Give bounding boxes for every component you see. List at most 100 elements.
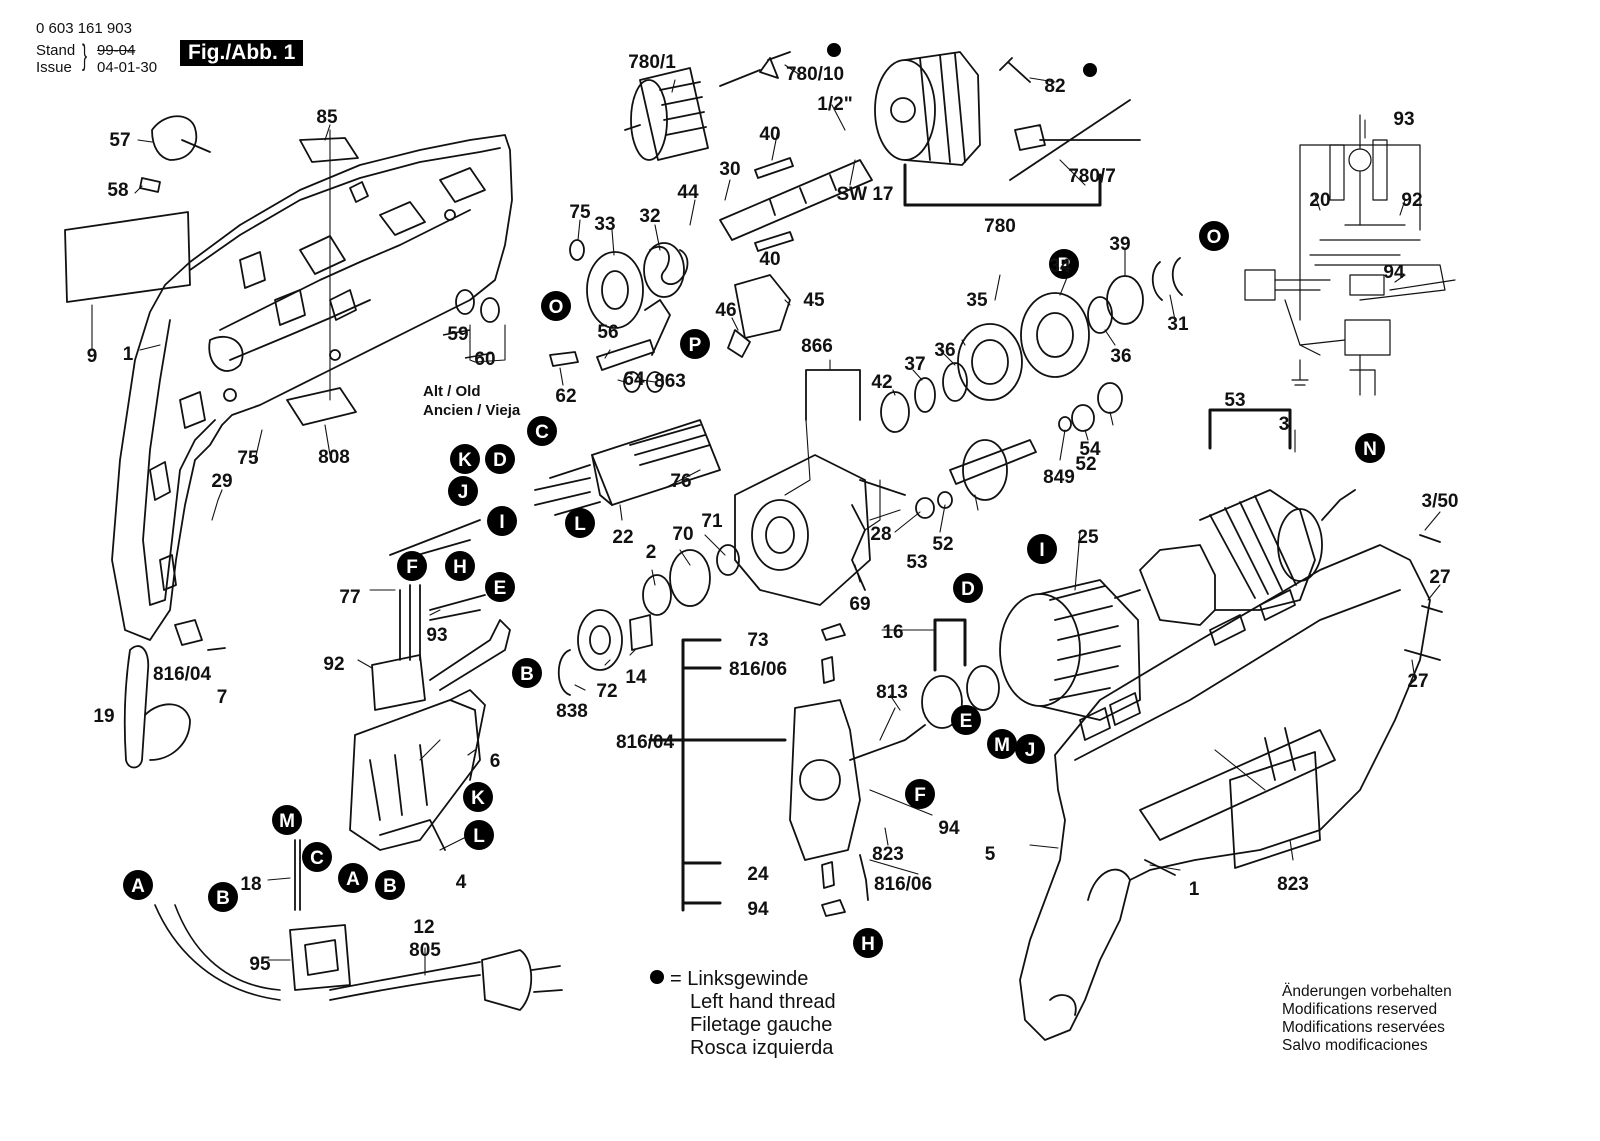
power-cable: [154, 904, 281, 1001]
armature-3: [1114, 489, 1356, 626]
part-number-label: 58: [107, 180, 128, 201]
part-number-label: 18: [240, 874, 261, 895]
part-number-label: 25: [1077, 527, 1099, 548]
callout-badge-letter: E: [494, 578, 507, 599]
part-number-label: 29: [211, 471, 232, 492]
part-number-label: 54: [1079, 439, 1101, 460]
callout-badge-letter: P: [689, 335, 702, 356]
callout-badge: D: [953, 573, 983, 603]
part-number-label: 7: [217, 687, 228, 708]
callout-badge-letter: N: [1363, 439, 1377, 460]
callout-badge-circle: [448, 476, 478, 506]
part-number-label: 46: [715, 300, 736, 321]
callout-badge-circle: [464, 820, 494, 850]
mods-es: Salvo modificaciones: [1282, 1037, 1428, 1054]
bearing-33: [586, 251, 644, 329]
callout-badge: C: [302, 842, 332, 872]
part-number-label: 780/1: [628, 52, 676, 73]
callout-badge: B: [375, 870, 405, 900]
part-number-label: 816/06: [729, 659, 787, 680]
part-number-label: 1: [1189, 879, 1200, 900]
callout-badge-circle: [853, 928, 883, 958]
callout-badge-letter: J: [458, 482, 469, 503]
gear-34: [1020, 292, 1090, 378]
part-number-label: 36: [1110, 346, 1131, 367]
part-number-label: 94: [1383, 262, 1405, 283]
part-number-label: 94: [747, 899, 769, 920]
part-number-label: 3/50: [1422, 491, 1459, 512]
part-number-label: 60: [474, 349, 495, 370]
callout-badge: C: [527, 416, 557, 446]
legend-fr: Filetage gauche: [690, 1014, 833, 1036]
callout-badge: K: [463, 782, 493, 812]
figure-tag: Fig./Abb. 1: [180, 40, 304, 66]
part-number-label: 77: [339, 587, 360, 608]
part-number-label: 82: [1044, 76, 1065, 97]
part-number-label: 27: [1429, 567, 1450, 588]
part-number-label: 64: [623, 369, 645, 390]
part-number-label: 53: [1224, 390, 1245, 411]
intermediate-shaft-849: [949, 439, 1037, 485]
callout-badge-letter: P: [1058, 255, 1071, 276]
part-number-label: 816/04: [616, 732, 675, 753]
part-number-label: 12: [413, 917, 434, 938]
part-number-label: 75: [569, 202, 591, 223]
part-number-label: 838: [556, 701, 588, 722]
part-number-label: 1: [123, 344, 134, 365]
callout-badge-circle: [272, 805, 302, 835]
part-number-label: 780: [984, 216, 1016, 237]
callout-badge-circle: [375, 870, 405, 900]
part-number-label: 42: [871, 372, 892, 393]
switch-838: [371, 654, 426, 711]
part-number-label: 69: [849, 594, 870, 615]
right-housing-drawing: [1019, 544, 1431, 1041]
part-number-label: 53: [906, 552, 927, 573]
part-number-label: 9: [87, 346, 98, 367]
part-number-label: 805: [409, 940, 441, 961]
electronic-module-22: [591, 419, 721, 506]
left-housing-drawing: [111, 134, 513, 641]
part-number-label: 3: [1279, 414, 1290, 435]
part-number-label: 33: [594, 214, 615, 235]
label-plate-20: [1229, 751, 1321, 869]
callout-badge: K: [450, 444, 480, 474]
callout-badge: B: [512, 658, 542, 688]
callout-badge-circle: [512, 658, 542, 688]
callout-badge-circle: [1027, 534, 1057, 564]
brush-holder-16: [789, 699, 861, 861]
chuck-key: [1014, 124, 1046, 151]
callout-badge-letter: F: [406, 557, 418, 578]
label-plate-85: [299, 137, 359, 163]
legend-en: Left hand thread: [690, 991, 836, 1013]
callout-badge-circle: [953, 573, 983, 603]
legend-de: = Linksgewinde: [670, 968, 809, 990]
callout-badge: P: [680, 329, 710, 359]
callout-badge: A: [123, 870, 153, 900]
part-number-label: 94: [938, 818, 960, 839]
part-number-label: 816/04: [153, 664, 212, 685]
callout-badge-letter: K: [458, 450, 472, 471]
part-number-label: 36: [934, 340, 955, 361]
doc-number: 0 603 161 903: [36, 20, 132, 37]
part-number-label: 40: [759, 249, 780, 270]
part-number-label: 31: [1167, 314, 1189, 335]
legend-es: Rosca izquierda: [690, 1037, 834, 1059]
knob-57: [151, 115, 198, 161]
part-number-label: 73: [747, 630, 768, 651]
gearbox-cover-76: [734, 454, 871, 606]
part-number-label: 16: [882, 622, 903, 643]
part-number-label: 32: [639, 206, 660, 227]
issue-date: 04-01-30: [97, 59, 158, 76]
callout-badge-letter: J: [1025, 740, 1036, 761]
callout-badge-circle: [541, 291, 571, 321]
callout-badge: F: [905, 779, 935, 809]
callout-badge-letter: I: [499, 512, 504, 533]
callout-badge: D: [485, 444, 515, 474]
gear-35: [957, 323, 1023, 401]
part-number-label: 19: [93, 706, 114, 727]
callout-badge-letter: C: [535, 422, 549, 443]
callout-badge-letter: C: [310, 848, 324, 869]
part-number-label: 92: [1401, 190, 1422, 211]
callout-badge-circle: [905, 779, 935, 809]
callout-badge: O: [541, 291, 571, 321]
